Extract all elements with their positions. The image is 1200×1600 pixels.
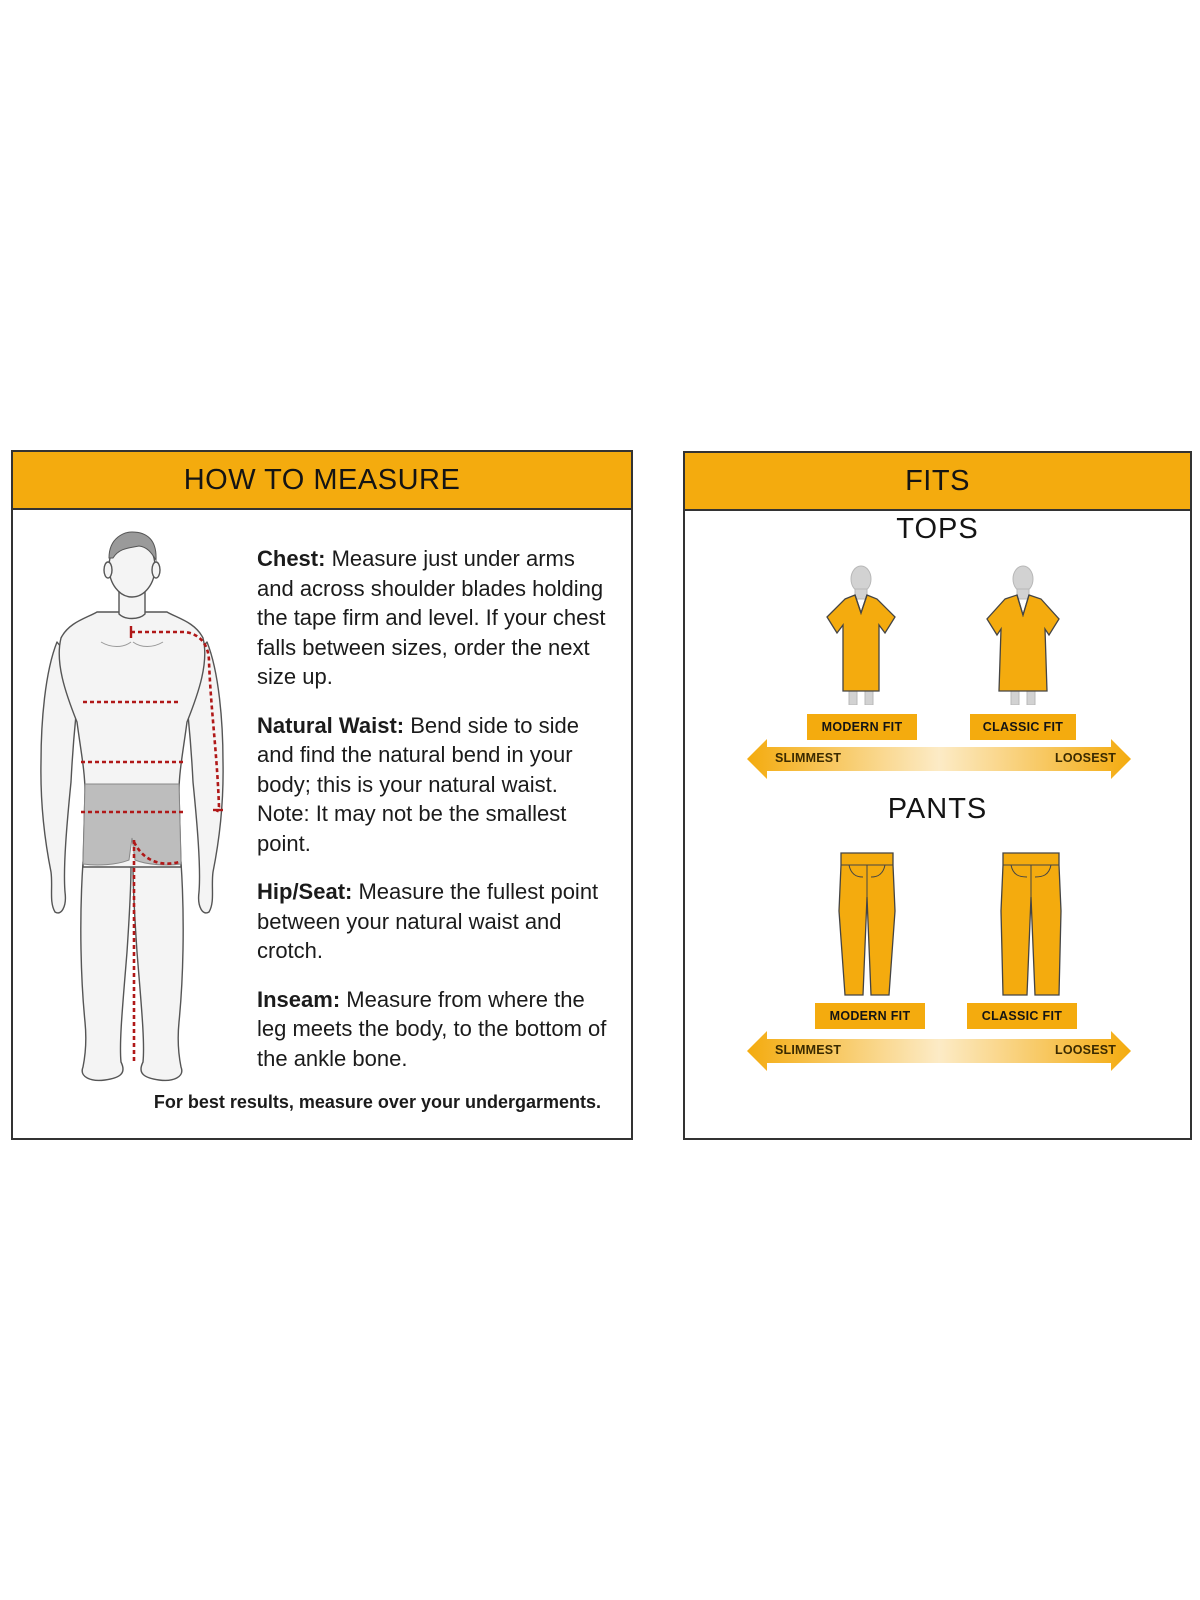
pants-icon	[1000, 852, 1062, 996]
fits-header: FITS	[685, 453, 1190, 511]
body-figure-icon	[40, 531, 224, 1082]
pants-title: PANTS	[887, 793, 988, 825]
instruction-hip-seat: Hip/Seat: Measure the fullest point betw…	[257, 879, 599, 963]
tops-classic-fit-label: CLASSIC FIT	[970, 714, 1076, 740]
pants-loosest-label: LOOSEST	[1055, 1043, 1117, 1057]
tops-modern-fit-label: MODERN FIT	[807, 714, 917, 740]
double-arrow-icon	[747, 739, 1131, 779]
instruction-natural-waist: Natural Waist: Bend side to side and fin…	[257, 712, 579, 856]
pants-classic-fit-label: CLASSIC FIT	[967, 1003, 1077, 1029]
measurement-footnote: For best results, measure over your unde…	[153, 1092, 601, 1112]
double-arrow-icon	[747, 1031, 1131, 1071]
how-to-measure-header: HOW TO MEASURE	[13, 452, 631, 510]
tops-title: TOPS	[896, 513, 979, 545]
tops-slimmest-label: SLIMMEST	[775, 751, 842, 765]
pants-modern-fit-label: MODERN FIT	[815, 1003, 925, 1029]
pants-icon	[838, 852, 896, 996]
fits-panel: FITS TOPS MODERN FIT CLASSIC FIT	[683, 451, 1192, 1140]
instruction-inseam: Inseam: Measure from where the leg meets…	[257, 986, 607, 1071]
instruction-chest: Chest: Measure just under arms and acros…	[257, 546, 606, 689]
shirt-icon	[986, 565, 1060, 705]
pants-slimmest-label: SLIMMEST	[775, 1043, 842, 1057]
shirt-icon	[826, 565, 896, 705]
how-to-measure-panel: HOW TO MEASURE	[11, 450, 633, 1140]
tops-loosest-label: LOOSEST	[1055, 751, 1117, 765]
measurement-instructions: Chest: Measure just under arms and acros…	[257, 544, 612, 1092]
